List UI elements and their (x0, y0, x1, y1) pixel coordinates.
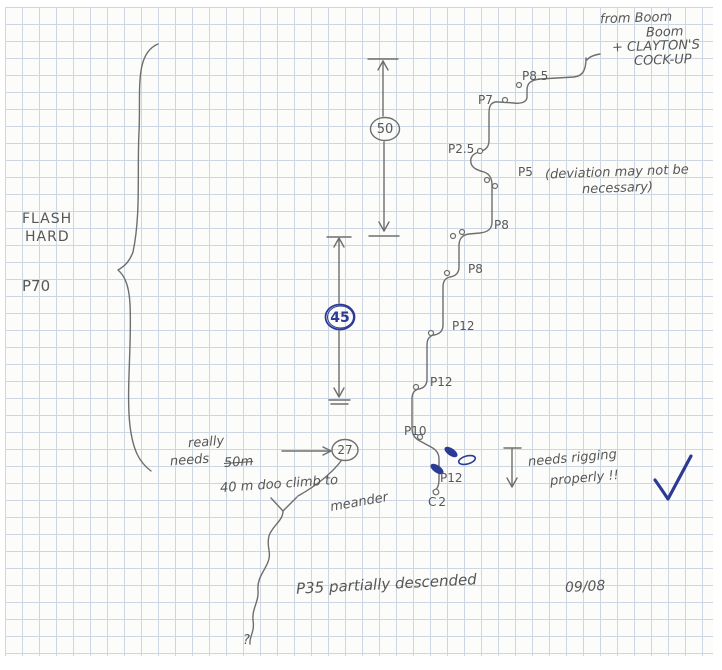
pitch-p5-note2: necessary) (581, 179, 654, 198)
pitch-label-p8b: P8 (468, 262, 483, 276)
pitch-label-p85: P8.5 (522, 69, 549, 83)
note-question-mark: ? (243, 633, 250, 648)
flash-label: FLASH (22, 211, 73, 227)
graph-paper (5, 7, 713, 656)
measure-27-value: 27 (337, 443, 353, 457)
pitch-label-p12c: P12 (440, 471, 463, 485)
meander-line (249, 460, 342, 645)
blue-hanger-marks (430, 446, 477, 475)
p70-brace (117, 43, 159, 472)
note-crossed-out-50m: 50m (223, 454, 254, 472)
pitch-label-p7: P7 (478, 93, 493, 107)
pitch-label-p25: P2.5 (448, 142, 475, 156)
check-icon (653, 454, 693, 501)
note-date: 09/08 (564, 577, 606, 597)
pitch-label-p8a: P8 (494, 218, 509, 232)
bolt-icons (412, 81, 523, 496)
measure-27 (281, 438, 359, 462)
measure-45-arrow (324, 236, 356, 405)
circle-27 (331, 438, 359, 462)
pitch-label-p5: P5 (518, 165, 533, 179)
measure-50-arrow (367, 58, 401, 237)
note-c2: C2 (428, 495, 449, 509)
pitch-label-p12b: P12 (430, 375, 453, 389)
top-note-line4: COCK-UP (633, 51, 692, 70)
p70-label: P70 (22, 277, 51, 295)
pitch-label-p12a: P12 (452, 319, 475, 333)
pitch-line (411, 57, 587, 492)
note-needs: needs (169, 451, 210, 470)
measure-45-value: 45 (330, 310, 350, 326)
pitch-label-p10: P10 (404, 424, 427, 438)
note-really: really (187, 433, 225, 452)
top-note-connector (586, 53, 601, 61)
measure-50-value: 50 (376, 122, 394, 137)
hard-label: HARD (25, 229, 70, 245)
rigging-arrow (503, 447, 522, 488)
circle-50 (369, 116, 401, 142)
circle-45 (324, 303, 356, 331)
